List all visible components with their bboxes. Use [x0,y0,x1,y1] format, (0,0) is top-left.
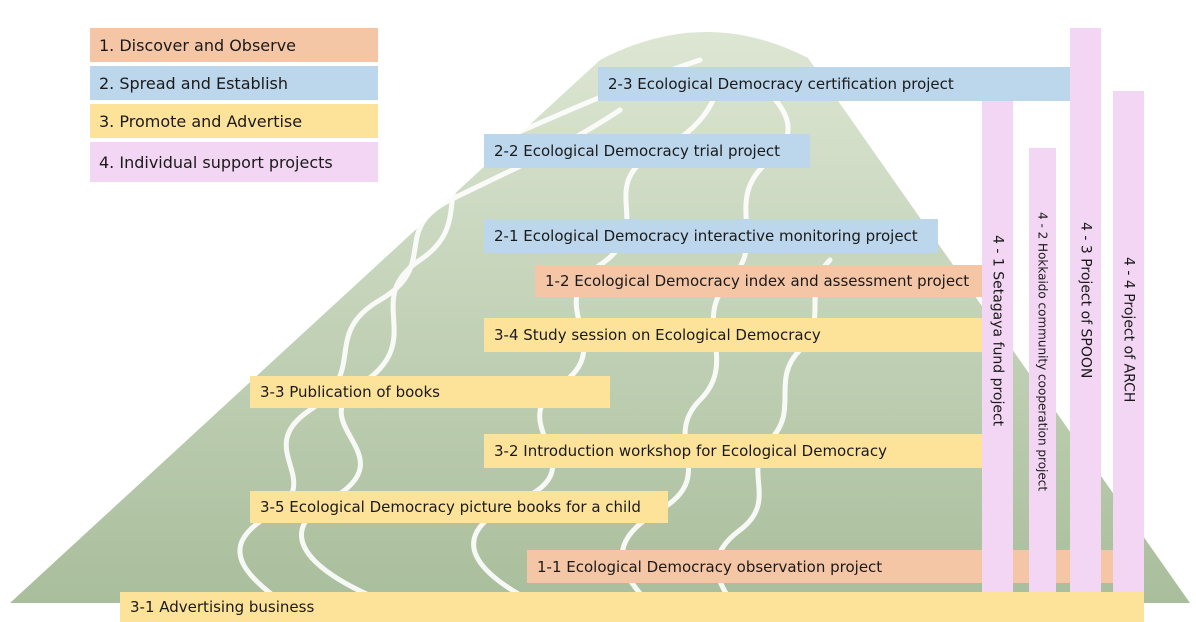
legend-discover-label: 1. Discover and Observe [99,35,297,55]
project-label-3-5: 3-5 Ecological Democracy picture books f… [260,498,641,516]
project-label-2-3: 2-3 Ecological Democracy certification p… [608,75,954,93]
project-label-3-4: 3-4 Study session on Ecological Democrac… [494,326,821,344]
project-label-3-3: 3-3 Publication of books [260,383,440,401]
project-bar-2-2: 2-2 Ecological Democracy trial project [484,134,810,168]
legend-individual: 4. Individual support projects [90,142,378,182]
project-label-4-2: 4 - 2 Hokkaido community cooperation pro… [1035,212,1050,492]
legend-spread-label: 2. Spread and Establish [99,73,289,93]
project-label-1-1: 1-1 Ecological Democracy observation pro… [537,557,883,576]
project-bar-4-1: 4 - 1 Setagaya fund project [982,101,1013,592]
project-bar-3-4: 3-4 Study session on Ecological Democrac… [484,318,983,352]
project-bar-4-2: 4 - 2 Hokkaido community cooperation pro… [1029,148,1056,592]
project-bar-2-1: 2-1 Ecological Democracy interactive mon… [484,219,938,253]
legend-individual-label: 4. Individual support projects [99,152,333,172]
legend-spread: 2. Spread and Establish [90,66,378,100]
project-bar-3-5: 3-5 Ecological Democracy picture books f… [250,491,668,523]
project-label-4-4: 4 - 4 Project of ARCH [1120,257,1137,403]
project-label-2-2: 2-2 Ecological Democracy trial project [494,142,781,160]
legend-discover: 1. Discover and Observe [90,28,378,62]
project-label-3-1: 3-1 Advertising business [130,598,315,616]
project-label-4-1: 4 - 1 Setagaya fund project [989,235,1006,427]
project-label-1-2: 1-2 Ecological Democracy index and asses… [545,272,970,290]
project-bar-3-2: 3-2 Introduction workshop for Ecological… [484,434,983,468]
project-label-3-2: 3-2 Introduction workshop for Ecological… [494,442,887,460]
project-bar-4-4: 4 - 4 Project of ARCH [1113,91,1144,592]
legend-promote: 3. Promote and Advertise [90,104,378,138]
project-bar-2-3: 2-3 Ecological Democracy certification p… [598,67,1073,101]
project-bar-3-1: 3-1 Advertising business [120,592,1144,622]
legend-promote-label: 3. Promote and Advertise [99,111,303,131]
project-label-4-3: 4 - 3 Project of SPOON [1077,222,1094,379]
project-bar-3-3: 3-3 Publication of books [250,376,610,408]
project-label-2-1: 2-1 Ecological Democracy interactive mon… [494,227,918,245]
project-bar-4-3: 4 - 3 Project of SPOON [1070,28,1101,592]
project-bar-1-2: 1-2 Ecological Democracy index and asses… [535,265,983,297]
